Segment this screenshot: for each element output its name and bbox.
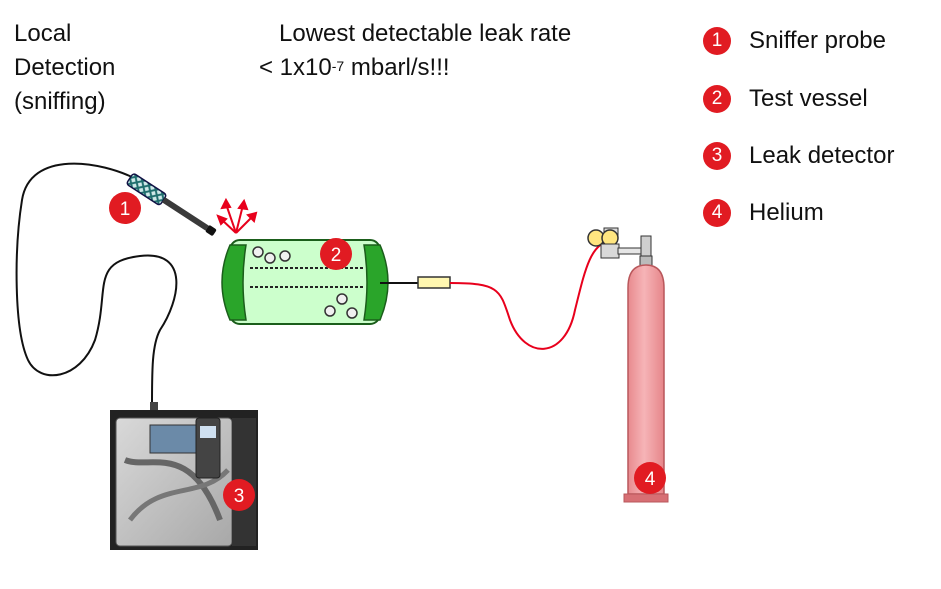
marker-detector-label: 3 bbox=[234, 486, 245, 507]
legend-label: Helium bbox=[749, 199, 824, 226]
vessel-connector bbox=[380, 276, 451, 289]
legend-badge: 1 bbox=[703, 27, 731, 55]
legend-badge: 3 bbox=[703, 142, 731, 170]
sniffer-hose bbox=[15, 162, 178, 406]
marker-cylinder-label: 4 bbox=[645, 469, 656, 490]
legend-label: Test vessel bbox=[749, 85, 868, 112]
local-detection-line1: Local bbox=[14, 20, 72, 47]
leak-detector-image bbox=[107, 402, 262, 553]
pressure-regulator-icon bbox=[587, 227, 652, 259]
marker-probe-label: 1 bbox=[120, 199, 131, 220]
legend-badge: 2 bbox=[703, 85, 731, 113]
helium-cylinder bbox=[623, 255, 669, 503]
legend-item-test-vessel: 2 Test vessel bbox=[703, 83, 868, 115]
sniffer-probe bbox=[126, 173, 217, 236]
leak-rate-exponent: -7 bbox=[331, 58, 345, 74]
marker-vessel-label: 2 bbox=[331, 245, 342, 266]
test-vessel bbox=[221, 239, 389, 325]
leak-rate-title: Lowest detectable leak rate bbox=[279, 20, 572, 47]
marker-probe bbox=[109, 192, 141, 224]
helium-hose bbox=[449, 239, 611, 350]
leak-rate-suffix: mbarl/s!!! bbox=[344, 54, 450, 81]
legend-item-helium: 4 Helium bbox=[703, 197, 824, 229]
legend-item-sniffer-probe: 1 Sniffer probe bbox=[703, 25, 886, 57]
marker-detector bbox=[223, 479, 255, 511]
legend-label: Sniffer probe bbox=[749, 27, 886, 54]
local-detection-line3: (sniffing) bbox=[14, 88, 106, 115]
leak-rate-prefix: < 1x10 bbox=[259, 54, 332, 81]
legend-badge: 4 bbox=[703, 199, 731, 227]
leak-arrows-icon bbox=[216, 197, 258, 234]
legend-item-leak-detector: 3 Leak detector bbox=[703, 140, 894, 172]
marker-cylinder bbox=[634, 462, 666, 494]
leak-rate-value: < 1x10-7 mbarl/s!!! bbox=[259, 52, 450, 84]
marker-vessel bbox=[320, 238, 352, 270]
legend-label: Leak detector bbox=[749, 142, 895, 169]
local-detection-line2: Detection bbox=[14, 54, 116, 81]
